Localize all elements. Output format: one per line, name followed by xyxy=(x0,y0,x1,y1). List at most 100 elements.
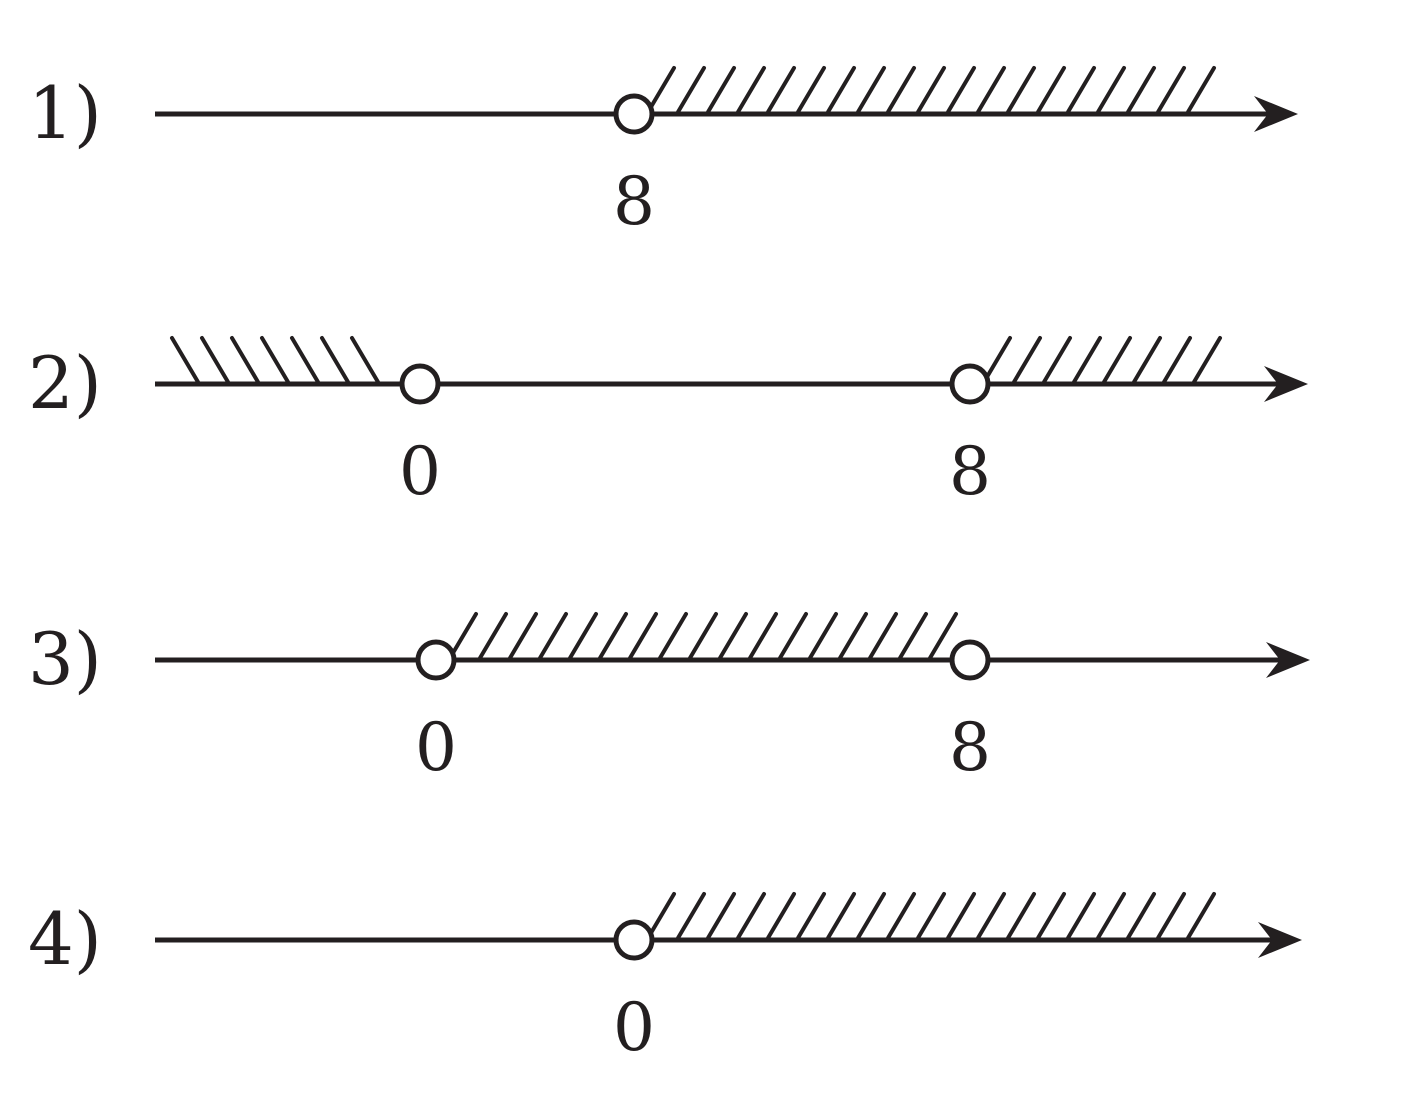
hatch-mark xyxy=(886,66,916,114)
hatch-mark xyxy=(736,892,766,940)
option-label: 4) xyxy=(28,897,102,981)
hatch-mark xyxy=(1072,336,1102,384)
option-2: 2) 0 8 xyxy=(28,336,1308,510)
hatch-mark xyxy=(766,892,796,940)
arrow-head-icon xyxy=(1258,922,1302,958)
hatch-mark xyxy=(1096,66,1126,114)
hatch-mark xyxy=(1126,66,1156,114)
open-point xyxy=(613,93,655,135)
hatch-mark xyxy=(170,336,200,384)
hatch-mark xyxy=(982,336,1012,384)
hatch-mark xyxy=(260,336,290,384)
option-1: 1) 8 xyxy=(28,66,1298,240)
hatch-mark xyxy=(646,892,676,940)
option-3: 3) 0 8 xyxy=(28,612,1310,786)
hatch-mark xyxy=(1102,336,1132,384)
hatch-mark xyxy=(718,612,748,660)
open-point xyxy=(949,363,991,405)
open-point xyxy=(399,363,441,405)
shaded-region xyxy=(982,336,1222,384)
hatch-mark xyxy=(826,66,856,114)
hatch-mark xyxy=(928,612,958,660)
hatch-mark xyxy=(748,612,778,660)
hatch-mark xyxy=(898,612,928,660)
hatch-mark xyxy=(796,66,826,114)
hatch-mark xyxy=(916,892,946,940)
hatch-mark xyxy=(1066,66,1096,114)
hatch-mark xyxy=(568,612,598,660)
hatch-mark xyxy=(736,66,766,114)
hatch-mark xyxy=(1006,892,1036,940)
hatch-mark xyxy=(868,612,898,660)
hatch-mark xyxy=(1012,336,1042,384)
option-label: 3) xyxy=(28,617,102,701)
hatch-mark xyxy=(676,66,706,114)
shaded-region xyxy=(448,612,958,660)
hatch-mark xyxy=(508,612,538,660)
hatch-mark xyxy=(706,892,736,940)
point-label: 0 xyxy=(399,433,441,510)
hatch-mark xyxy=(538,612,568,660)
hatch-mark xyxy=(1132,336,1162,384)
hatch-mark xyxy=(976,66,1006,114)
hatch-mark xyxy=(1186,892,1216,940)
hatch-mark xyxy=(1036,66,1066,114)
hatch-mark xyxy=(1036,892,1066,940)
open-point xyxy=(613,919,655,961)
hatch-mark xyxy=(766,66,796,114)
hatch-mark xyxy=(688,612,718,660)
shaded-region xyxy=(170,336,380,384)
arrow-head-icon xyxy=(1266,642,1310,678)
hatch-mark xyxy=(1162,336,1192,384)
hatch-mark xyxy=(1066,892,1096,940)
shaded-region xyxy=(646,892,1216,940)
point-label: 8 xyxy=(949,433,991,510)
hatch-mark xyxy=(808,612,838,660)
hatch-mark xyxy=(1006,66,1036,114)
hatch-mark xyxy=(886,892,916,940)
hatch-mark xyxy=(200,336,230,384)
hatch-mark xyxy=(1156,66,1186,114)
hatch-mark xyxy=(706,66,736,114)
hatch-mark xyxy=(448,612,478,660)
hatch-mark xyxy=(1156,892,1186,940)
open-point xyxy=(949,639,991,681)
hatch-mark xyxy=(658,612,688,660)
hatch-mark xyxy=(230,336,260,384)
point-label: 0 xyxy=(613,989,655,1066)
hatch-mark xyxy=(646,66,676,114)
option-label: 2) xyxy=(28,341,102,425)
hatch-mark xyxy=(976,892,1006,940)
hatch-mark xyxy=(856,66,886,114)
hatch-mark xyxy=(628,612,658,660)
point-label: 0 xyxy=(415,709,457,786)
hatch-mark xyxy=(946,892,976,940)
hatch-mark xyxy=(826,892,856,940)
hatch-mark xyxy=(320,336,350,384)
options-group: 1) 8 2) 0 8 3) 0 8 4) 0 xyxy=(28,66,1310,1066)
hatch-mark xyxy=(778,612,808,660)
hatch-mark xyxy=(1042,336,1072,384)
hatch-mark xyxy=(838,612,868,660)
hatch-mark xyxy=(946,66,976,114)
hatch-mark xyxy=(1126,892,1156,940)
hatch-mark xyxy=(350,336,380,384)
hatch-mark xyxy=(796,892,826,940)
hatch-mark xyxy=(1186,66,1216,114)
option-label: 1) xyxy=(28,71,102,155)
point-label: 8 xyxy=(949,709,991,786)
option-4: 4) 0 xyxy=(28,892,1302,1066)
hatch-mark xyxy=(1192,336,1222,384)
hatch-mark xyxy=(290,336,320,384)
point-label: 8 xyxy=(613,163,655,240)
hatch-mark xyxy=(676,892,706,940)
arrow-head-icon xyxy=(1264,366,1308,402)
shaded-region xyxy=(646,66,1216,114)
hatch-mark xyxy=(598,612,628,660)
arrow-head-icon xyxy=(1254,96,1298,132)
open-point xyxy=(415,639,457,681)
hatch-mark xyxy=(478,612,508,660)
hatch-mark xyxy=(916,66,946,114)
